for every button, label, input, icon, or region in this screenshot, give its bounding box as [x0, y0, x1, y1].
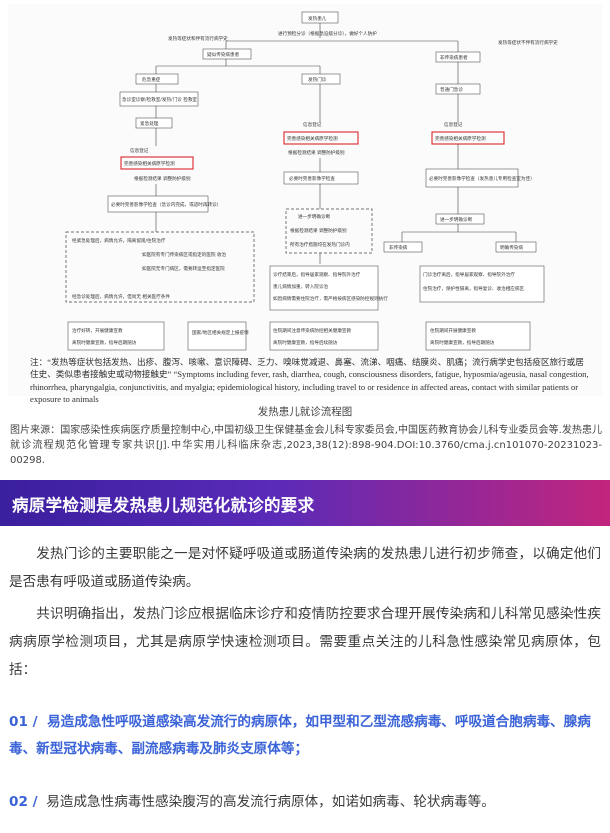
fc-col3-out-d: 离院时健康宣教，指导后期随访 [430, 339, 495, 346]
fc-col2-step5: 根据检测结果 调整防护级别 [290, 227, 347, 234]
fc-col1-step1: 急诊室诊察/检救室/发热/门诊 检救室 [122, 96, 197, 103]
section-banner: 病原学检测是发热患儿规范化就诊的要求 [0, 480, 610, 526]
fc-col2-info: 信息登记 [303, 121, 322, 128]
fc-col1-step1-box [119, 91, 199, 107]
fc-col2-red-text: 完善感染相关病原学检测 [287, 135, 338, 142]
fc-col1-result-b: 离院时健康宣教，指导后期随访 [72, 339, 137, 346]
list-item-text: 易造成急性呼吸道感染高发流行的病原体，如甲型和乙型流感病毒、呼吸道合胞病毒、腺病… [9, 714, 591, 757]
figure-caption: 发热患儿就诊流程图 [257, 406, 353, 418]
fc-col2-out-box [269, 265, 379, 311]
figure-source: 图片来源：国家感染性疾病医疗质量控制中心,中国初级卫生保健基金会儿科专家委员会,… [10, 425, 602, 466]
fc-col2-out-c: 如因病情需要住院治疗，需严格按病区感染防控规则执行 [273, 295, 388, 302]
fc-col2-step2: 根据检测结果 调整防护级别 [288, 149, 345, 156]
fc-col1-result-a: 治疗好转，开展健康宣教 [72, 327, 123, 334]
fc-col3-step2-box [425, 168, 519, 188]
fc-start-text: 发热患儿 [308, 15, 327, 22]
fc-col2-out-e: 离院时健康宣教，指导后续随访 [273, 339, 338, 346]
fc-col1-result-box [67, 321, 165, 351]
fc-col2-step3-box [283, 171, 359, 185]
list-item-number: 01 / [9, 714, 38, 730]
flowchart-note: 注：“发热等症状包括发热、出疹、腹泻、咳嗽、意识障碍、乏力、嗅味觉减退、鼻塞、流… [30, 357, 589, 405]
flowchart-diagram: 发热患儿 进行预检分诊（根据急迫级分诊），做好个人防护 发热等症状和伴有流行病学… [65, 11, 558, 351]
fc-col3-step4b-box [495, 241, 537, 253]
fc-suspected-box [202, 48, 252, 60]
fc-col2-dept: 发热门诊 [308, 76, 327, 83]
fc-col1-group-d: 经急诊处理后，病情允许，但尚无 相关医疗条件 [72, 293, 170, 300]
fc-col3-red-text: 完善感染相关病原学检测 [435, 135, 486, 142]
fc-col1-report: 国家/地区相关规定上报疫情 [192, 329, 249, 336]
fc-col1-step2-box [135, 117, 173, 129]
fc-col3-out-box [419, 265, 545, 303]
fc-col3-step3-box [435, 213, 485, 225]
fc-col3-out-b: 住院治疗，保护性隔离，指导复诊、收治相应病区 [423, 285, 524, 292]
list-item-2: 02 / 易造成急性病毒性感染腹泻的高发流行病原体，如诺如病毒、轮状病毒等。 [9, 789, 601, 816]
fc-left-branch-label: 发热等症状和伴有流行病学史 [168, 35, 228, 42]
list-item-1: 01 / 易造成急性呼吸道感染高发流行的病原体，如甲型和乙型流感病毒、呼吸道合胞… [9, 709, 601, 763]
fc-col1-group [65, 231, 255, 303]
fc-col1-red-box [120, 156, 194, 170]
fc-col2-step6: 所有治疗措施均在发热门诊内 [290, 241, 350, 248]
fc-triage-text: 进行预检分诊（根据急迫级分诊），做好个人防护 [278, 30, 377, 37]
fc-col1-step2: 紧急处理 [140, 120, 159, 127]
fc-col2-step3: 必要时完善影像学检查 [289, 175, 335, 182]
fc-col3-out2-box [425, 321, 531, 351]
fc-col1-step4-box [107, 195, 209, 213]
flowchart-figure: 发热患儿 进行预检分诊（根据急迫级分诊），做好个人防护 发热等症状和伴有流行病学… [8, 4, 602, 404]
fc-col3-dept: 非传染病患者 [440, 54, 468, 61]
fc-col1-step3: 根据检测结果 调整防护级别 [134, 175, 191, 182]
fc-col3-red-box [431, 131, 505, 145]
fc-col1-red-text: 完善感染相关病原学检测 [124, 160, 175, 167]
fc-right-branch-label: 发热等症状不伴有流行病学史 [498, 39, 558, 46]
paragraph-2: 共识明确指出，发热门诊应根据临床诊疗和疫情防控要求合理开展传染病和儿科常见感染性… [9, 606, 601, 678]
fc-col3-step1: 普通门急诊 [440, 86, 463, 93]
list-item-number: 02 / [9, 794, 38, 810]
fc-col2-out-d: 住院期间注意传染病防控相关健康宣教 [273, 327, 352, 334]
fc-col1-dept: 危急重症 [142, 76, 161, 83]
fc-col1-info: 信息登记 [130, 147, 149, 154]
fc-col1-group-c: 如医院无专门病区，需要转运至指定医院 [142, 265, 225, 272]
fc-col2-out2-box [269, 321, 379, 351]
fc-suspected-text: 疑似传染病患者 [207, 51, 240, 58]
fc-col1-group-a: 经紧急处理后，病情允许，隔离留观/住院治疗 [72, 237, 166, 244]
fc-col2-out-b: 患儿病情加重，转入院诊治 [273, 283, 329, 290]
fc-col2-dept-box [301, 73, 341, 85]
fc-col3-step4a: 非传染病 [389, 244, 408, 251]
fc-col1-step4: 必要时完善影像学检查（急诊内完成，或适时再转诊） [111, 201, 221, 208]
fc-col3-out-c: 住院期间开展健康宣教 [430, 327, 476, 334]
fc-col2-group [285, 208, 373, 254]
fc-col3-step2: 必要时完善影像学检查（发热患儿专用检查室为佳） [429, 175, 535, 182]
fc-col3-step3: 进一步明确诊断 [440, 216, 473, 223]
fc-col3-step4b: 明确传染病 [500, 244, 523, 251]
fc-col2-step4: 进一步明确诊断 [298, 213, 331, 220]
fc-col3-out-a: 门诊治疗离后，指导居家观察、指导院外治疗 [423, 271, 515, 278]
paragraph-1: 发热门诊的主要职能之一是对怀疑呼吸道或肠道传染病的发热患儿进行初步筛查，以确定他… [9, 546, 601, 590]
fc-col1-group-b: 如医院有专门传染病区或指定的医院 收治 [142, 251, 227, 258]
section-title: 病原学检测是发热患儿规范化就诊的要求 [12, 496, 315, 515]
fc-col2-out-a: 诊疗结束后，指导居家观察、指导院外治疗 [273, 271, 361, 278]
fc-col1-report-box [187, 321, 247, 351]
fc-col3-step4a-box [383, 241, 423, 253]
fc-col2-red-box [283, 131, 359, 145]
fc-col1-dept-box [135, 73, 179, 85]
list-item-text: 易造成急性病毒性感染腹泻的高发流行病原体，如诺如病毒、轮状病毒等。 [46, 794, 495, 810]
fc-col3-info: 信息登记 [444, 121, 463, 128]
